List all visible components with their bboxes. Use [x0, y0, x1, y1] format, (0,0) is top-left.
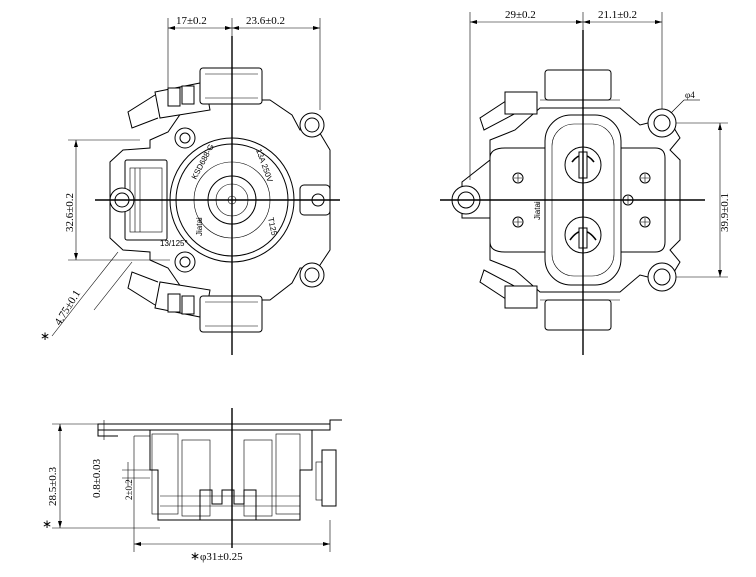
- side-star-marker-dia: ∗: [190, 549, 200, 563]
- dim-side-step-height: 2±0.2: [124, 479, 134, 500]
- dim-rear-right-width: 21.1±0.2: [598, 9, 637, 21]
- side-star-marker: ∗: [42, 517, 52, 531]
- front-marking-temp: 13/125°: [160, 239, 188, 248]
- dim-side-total-height: 28.5±0.3: [47, 466, 59, 506]
- dim-front-terminal-spacing: 4.75±0.1: [52, 288, 83, 327]
- dim-front-left-width: 17±0.2: [176, 15, 207, 27]
- front-star-marker: ∗: [40, 329, 50, 343]
- front-view: 17±0.2 23.6±0.2 32.6±0.2: [40, 15, 340, 355]
- dim-front-hole-spacing: 32.6±0.2: [64, 193, 76, 232]
- dim-rear-hole-spacing: 39.9±0.1: [719, 193, 731, 232]
- dim-front-right-width: 23.6±0.2: [246, 15, 285, 27]
- dim-side-diameter: φ31±0.25: [200, 551, 243, 563]
- side-view: 28.5±0.3 ∗ 0.8±0.03 2±0.2 ∗ φ31±0.25: [42, 408, 342, 563]
- dim-side-plate-thickness: 0.8±0.03: [91, 458, 103, 498]
- rear-view: 29±0.2 21.1±0.2 φ4 39.9±0.1: [440, 9, 731, 355]
- rear-marking-brand: Jiatai: [533, 201, 542, 220]
- front-marking-brand: Jiatai: [195, 217, 204, 236]
- dim-rear-hole-diameter: φ4: [685, 90, 695, 100]
- dim-rear-left-width: 29±0.2: [505, 9, 536, 21]
- front-marking-code: T125: [266, 217, 279, 237]
